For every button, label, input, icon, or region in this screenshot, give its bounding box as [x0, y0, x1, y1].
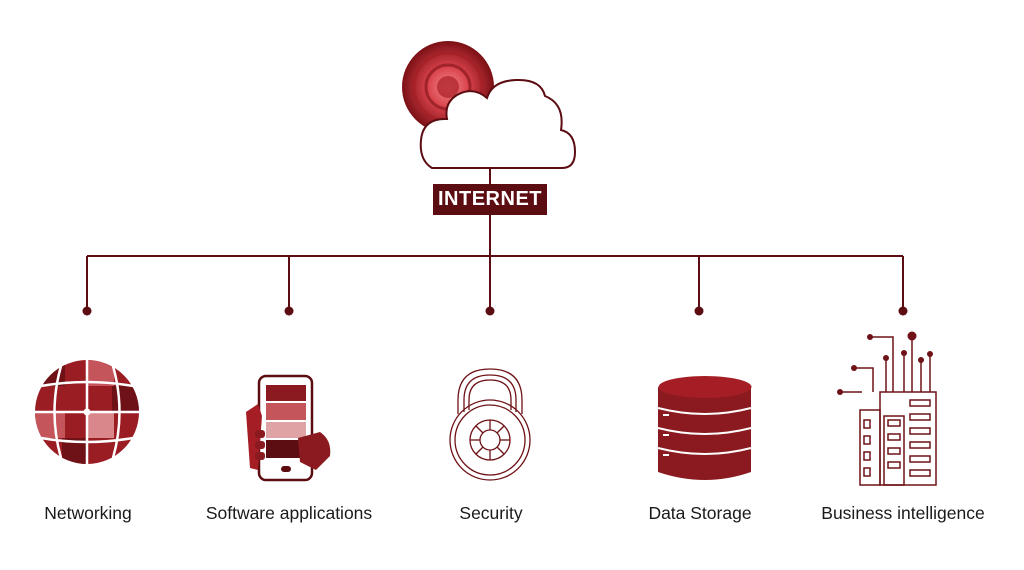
node-label-data-storage: Data Storage: [648, 503, 752, 523]
cloud-icon: [419, 78, 577, 169]
globe-icon: [35, 360, 139, 464]
node-label-networking: Networking: [44, 503, 132, 523]
hub-label: INTERNET: [433, 184, 547, 215]
node-label-software-applications: Software applications: [205, 503, 373, 523]
node-label-business-intelligence: Business intelligence: [821, 503, 985, 523]
padlock-icon: [449, 368, 531, 481]
connector-tree: [86, 168, 904, 311]
node-label-security: Security: [459, 503, 523, 523]
connector-dots: [82, 306, 908, 316]
buildings-icon-nodes: [837, 331, 933, 395]
mobile-phone-icon: [246, 374, 331, 482]
database-icon: [657, 376, 752, 480]
buildings-icon: [841, 336, 937, 486]
